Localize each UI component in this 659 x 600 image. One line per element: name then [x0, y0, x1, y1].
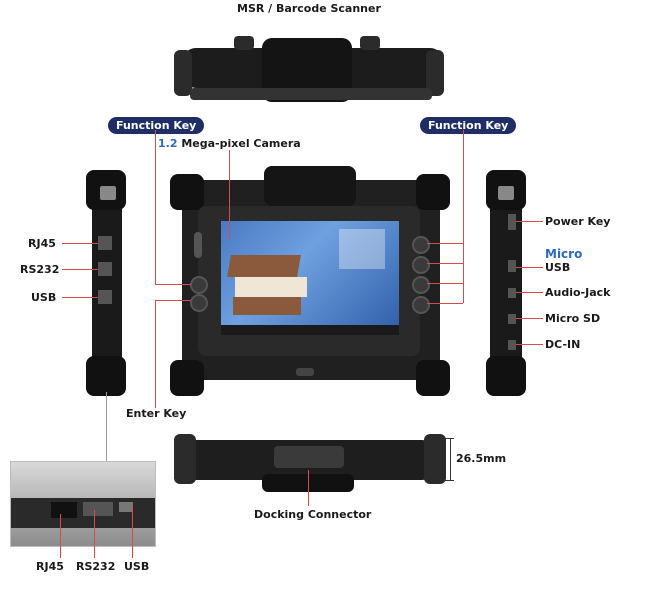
rs232-label: RS232 — [20, 263, 59, 276]
thickness-label: 26.5mm — [456, 452, 506, 465]
inset-usb-label: USB — [124, 560, 149, 573]
camera-resolution: 1.2 — [158, 137, 178, 150]
rj45-label: RJ45 — [28, 237, 56, 250]
camera-label: 1.2 Mega-pixel Camera — [158, 137, 301, 150]
inset-rs232-label: RS232 — [76, 560, 115, 573]
docking-connector-label: Docking Connector — [254, 508, 371, 521]
micro-sd-label: Micro SD — [545, 312, 600, 325]
port-detail-inset — [10, 461, 156, 547]
micro-usb-label: USB — [545, 261, 570, 274]
msr-label: MSR / Barcode Scanner — [237, 2, 381, 15]
left-function-button-1[interactable] — [190, 276, 208, 294]
enter-key-label: Enter Key — [126, 407, 186, 420]
enter-button[interactable] — [190, 294, 208, 312]
usb-label: USB — [31, 291, 56, 304]
inset-rj45-label: RJ45 — [36, 560, 64, 573]
power-key-label: Power Key — [545, 215, 610, 228]
dc-in-label: DC-IN — [545, 338, 580, 351]
right-function-button-2[interactable] — [412, 256, 430, 274]
audio-jack-label: Audio-Jack — [545, 286, 610, 299]
right-function-button-4[interactable] — [412, 296, 430, 314]
tablet-screen — [221, 221, 399, 335]
camera-text: Mega-pixel Camera — [181, 137, 300, 150]
right-function-button-1[interactable] — [412, 236, 430, 254]
micro-label: Micro — [545, 247, 582, 261]
right-function-button-3[interactable] — [412, 276, 430, 294]
function-key-right-label: Function Key — [420, 117, 516, 134]
function-key-left-label: Function Key — [108, 117, 204, 134]
